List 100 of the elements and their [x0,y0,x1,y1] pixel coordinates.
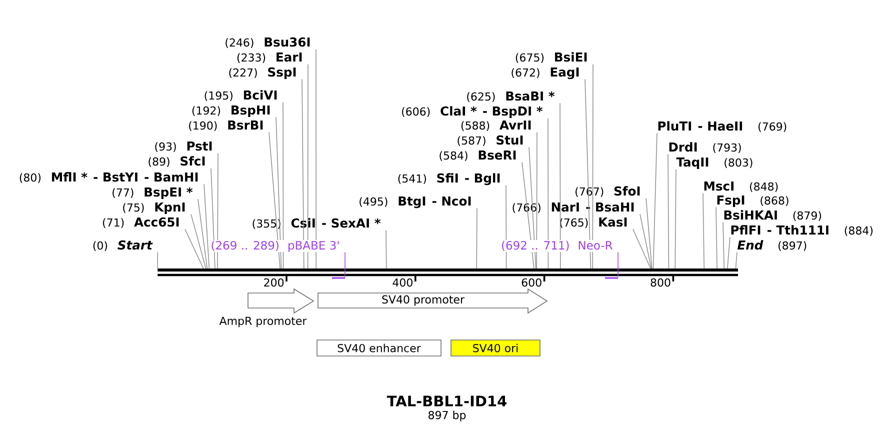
leader-line [548,118,549,269]
cut-position: (765) [560,218,588,228]
cut-position: (89) [148,157,170,167]
enzyme-label: DrdI [669,142,697,152]
cut-position: (246) [226,38,254,48]
cut-position: (71) [102,218,124,228]
cut-position: (541) [398,174,426,184]
primer-mark [332,277,345,279]
leader-line [735,252,738,269]
enzyme-label: PflFI - Tth111I [731,225,828,234]
leader-line [184,228,204,269]
leader-line [190,214,206,269]
enzyme-label: BtgI - NcoI [398,196,471,208]
leader-line [276,116,282,269]
cut-position: (584) [440,151,468,161]
leader-line [157,252,158,269]
enzyme-label: SspI [268,67,296,80]
primer-label: (269 .. 289) pBABE 3' [208,240,342,252]
leader-line [560,102,561,269]
enzyme-label: BspHI [232,106,270,118]
cut-position: (77) [112,188,134,198]
leader-line [302,78,304,269]
end-position: (0) [93,241,108,251]
enzyme-label: BsiHKAI [724,210,777,220]
leader-line [668,154,670,269]
cut-position: (675) [516,53,544,63]
sequence-end-label: Start [118,240,153,250]
leader-line [204,184,210,269]
cut-position: (793) [713,143,741,153]
leader-line [344,252,346,278]
enzyme-label: SfiI - BglI [437,173,500,186]
leader-line [217,152,218,269]
leader-line [702,192,704,269]
cut-position: (767) [576,187,604,197]
cut-position: (233) [237,53,266,63]
enzyme-label: BsaBI * [506,91,555,101]
enzyme-label: CsiI - SexAI * [291,218,381,228]
enzyme-label: PluTI - HaeII [658,121,742,131]
enzyme-label: Acc65I [134,217,179,227]
enzyme-label: Bsu36I [264,37,310,47]
cut-position: (803) [724,158,752,168]
cut-position: (192) [192,106,220,116]
sequence-end-label: End [737,240,764,250]
cut-position: (75) [123,203,144,213]
primer-mark [605,277,618,279]
feature-box: SV40 ori [450,340,540,356]
enzyme-label: BsiEI [555,52,587,62]
enzyme-label: SfcI [180,156,205,166]
scale-label: 400 [392,278,412,287]
leader-line [592,64,594,269]
leader-line [584,78,592,269]
sequence-length: 897 bp [428,410,466,422]
cut-position: (672) [512,68,540,78]
leader-line [652,132,658,269]
enzyme-label: EagI [550,68,579,80]
map-title: TAL-BBL1-ID14 [386,396,506,406]
scale-label: 200 [264,278,284,287]
enzyme-label: SfoI [614,186,640,196]
cut-position: (495) [360,197,388,207]
cut-position: (195) [204,91,232,101]
enzyme-label: BseRI [478,150,516,160]
enzyme-label: BsrBI [228,120,263,130]
enzyme-label: ClaI * - BspDI * [440,106,543,118]
cut-position: (80) [20,173,41,183]
leader-line [722,222,724,269]
enzyme-label: TaqII [676,158,708,170]
enzyme-label: BciVI [244,90,277,100]
cut-position: (355) [252,219,280,229]
cut-position: (766) [512,203,540,213]
leader-line [386,230,387,269]
cut-position: (769) [758,122,786,132]
leader-line [716,206,718,269]
leader-line [727,236,730,269]
dna-backbone [158,268,738,276]
leader-line [198,198,208,269]
enzyme-label: MflI * - BstYI - BamHI [52,172,198,182]
leader-line [522,162,534,269]
enzyme-label: BspEI * [144,187,193,200]
leader-line [210,168,216,269]
cut-position: (868) [760,196,788,206]
leader-line [640,214,652,269]
cut-position: (93) [155,142,176,152]
enzyme-label: EarI [276,52,302,62]
leader-line [528,146,536,269]
cut-position: (625) [467,92,495,102]
leader-line [674,168,676,269]
leader-line [282,102,284,269]
enzyme-label: StuI [496,135,523,145]
leader-line [476,208,478,269]
feature-label: AmpR promoter [219,316,307,328]
cut-position: (227) [229,68,257,78]
cut-position: (884) [844,226,873,236]
enzyme-label: KpnI [155,202,185,214]
primer-label: (692 .. 711) Neo-R [499,240,615,252]
enzyme-label: AvrII [500,120,531,130]
leader-line [268,132,280,269]
cut-position: (606) [402,107,430,117]
cut-position: (879) [793,211,822,221]
enzyme-label: PstI [187,142,212,151]
leader-line [307,64,308,269]
